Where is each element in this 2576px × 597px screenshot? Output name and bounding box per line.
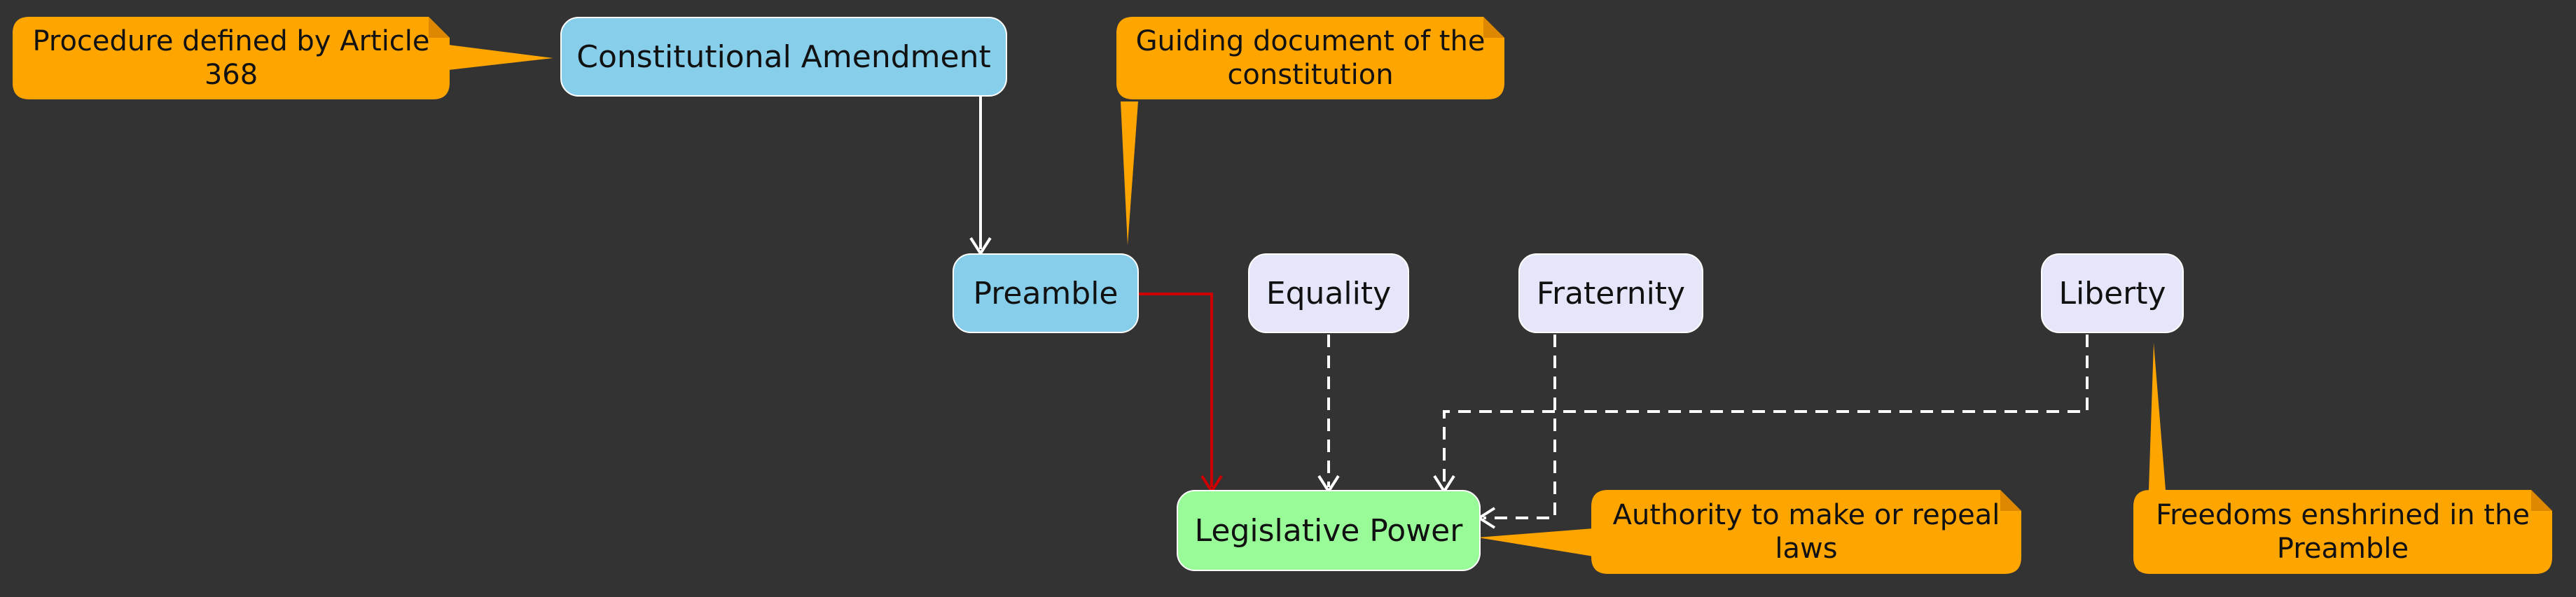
note-freedoms	[2133, 490, 2552, 574]
note-pointer-authority	[1478, 528, 1593, 556]
note-text-freedoms: Freedoms enshrined in the Preamble	[2156, 499, 2530, 565]
note-pointer-article-368	[448, 45, 553, 70]
edge-preamble-to-legislative-power	[1139, 293, 1223, 494]
note-authority	[1591, 490, 2021, 574]
edge-equality-to-legislative-power	[1317, 335, 1340, 494]
node-legislative-power[interactable]: Legislative Power	[1177, 490, 1481, 571]
edge-amendment-to-preamble	[969, 97, 992, 256]
edge-liberty-to-legislative-power	[1433, 335, 2089, 494]
note-text-authority: Authority to make or repeal laws	[1612, 499, 2000, 565]
note-pointer-guiding-document	[1121, 101, 1138, 245]
note-pointer-freedoms	[2149, 343, 2166, 490]
note-text-article-368: Procedure defined by Article 368	[32, 25, 430, 91]
note-guiding-document	[1116, 17, 1504, 99]
node-constitutional-amendment[interactable]: Constitutional Amendment	[560, 17, 1007, 97]
node-liberty[interactable]: Liberty	[2041, 253, 2184, 333]
edge-fraternity-to-legislative-power	[1476, 335, 1556, 529]
node-fraternity[interactable]: Fraternity	[1518, 253, 1703, 333]
node-preamble[interactable]: Preamble	[953, 253, 1139, 333]
node-equality[interactable]: Equality	[1248, 253, 1409, 333]
note-text-guiding-document: Guiding document of the constitution	[1135, 25, 1486, 91]
note-article-368	[13, 17, 450, 99]
